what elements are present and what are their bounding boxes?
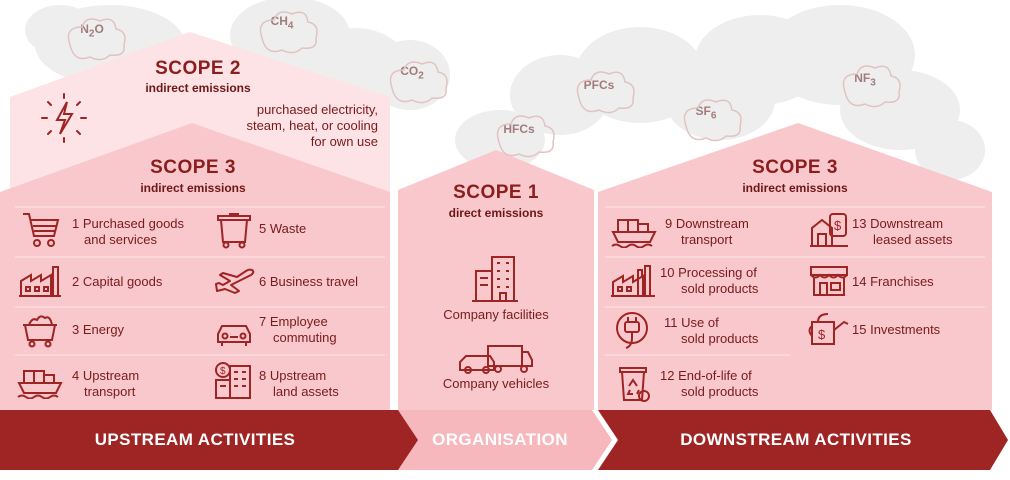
scope2-description-line: purchased electricity, xyxy=(256,102,378,117)
scope3-item-3: 3 Energy xyxy=(72,322,125,337)
scope3-upstream-title: SCOPE 3 xyxy=(150,157,236,178)
organisation-band xyxy=(398,410,612,470)
scope2-title: SCOPE 2 xyxy=(155,58,241,79)
airplane-icon xyxy=(215,268,255,294)
scope1-house xyxy=(398,150,594,410)
scope3-downstream-title: SCOPE 3 xyxy=(752,157,838,178)
gas-label-n2o: N2O xyxy=(80,22,104,40)
scope1-title: SCOPE 1 xyxy=(453,182,539,203)
gas-label-co2: CO2 xyxy=(400,64,424,82)
scope3-item-2: 2 Capital goods xyxy=(72,274,163,289)
plug-icon xyxy=(616,312,648,349)
car-truck-icon xyxy=(459,345,533,374)
gas-label-ch4: CH4 xyxy=(270,14,294,32)
factory-icon xyxy=(611,265,655,297)
upstream-band xyxy=(0,410,420,470)
upstream-activities-label: UPSTREAM ACTIVITIES xyxy=(94,430,296,449)
car-icon xyxy=(217,325,251,346)
storefront-icon xyxy=(810,266,848,296)
cargo-ship-icon xyxy=(611,219,657,248)
lightning-icon xyxy=(41,93,87,143)
scope2-description-line: for own use xyxy=(310,134,378,149)
scope3-item-6: 6 Business travel xyxy=(259,274,359,289)
gas-label-sf6: SF6 xyxy=(695,104,717,122)
svg-text:$: $ xyxy=(834,218,842,233)
scope3-downstream-house xyxy=(598,123,992,410)
dumpster-icon xyxy=(217,213,251,249)
scope1-item-company-vehicles: Company vehicles xyxy=(442,376,550,391)
money-house-icon: $ xyxy=(810,213,848,247)
building-dollar-icon: $ xyxy=(215,362,251,399)
scope2-description-line: steam, heat, or cooling xyxy=(246,118,378,133)
organisation-label: ORGANISATION xyxy=(432,430,568,449)
svg-text:$: $ xyxy=(818,327,826,342)
svg-text:$: $ xyxy=(220,366,226,377)
gas-label-hfcs: HFCs xyxy=(503,122,535,136)
office-building-icon xyxy=(472,256,518,302)
shopping-cart-icon xyxy=(23,213,60,247)
recycle-bin-icon xyxy=(619,367,650,402)
gas-label-nf3: NF3 xyxy=(854,71,876,89)
row-dividers xyxy=(15,206,985,356)
scope3-upstream-subtitle: indirect emissions xyxy=(140,181,246,195)
cargo-ship-icon xyxy=(17,370,63,399)
scope3-downstream-subtitle: indirect emissions xyxy=(742,181,848,195)
scope3-upstream-house xyxy=(0,123,390,410)
scope2-description: purchased electricity, steam, heat, or c… xyxy=(190,102,378,150)
scope3-item-5: 5 Waste xyxy=(259,221,307,236)
scope2-subtitle: indirect emissions xyxy=(145,81,251,95)
watering-can-dollar-icon: $ xyxy=(808,313,849,345)
scope1-item-company-facilities: Company facilities xyxy=(443,307,549,322)
downstream-activities-label: DOWNSTREAM ACTIVITIES xyxy=(680,430,912,449)
scope3-item-15: 15 Investments xyxy=(852,322,941,337)
downstream-band xyxy=(598,410,1008,470)
factory-icon xyxy=(19,266,61,297)
scope1-subtitle: direct emissions xyxy=(448,206,544,220)
gas-label-pfcs: PFCs xyxy=(583,78,615,92)
scope3-item-14: 14 Franchises xyxy=(852,274,934,289)
coal-cart-icon xyxy=(23,315,57,348)
